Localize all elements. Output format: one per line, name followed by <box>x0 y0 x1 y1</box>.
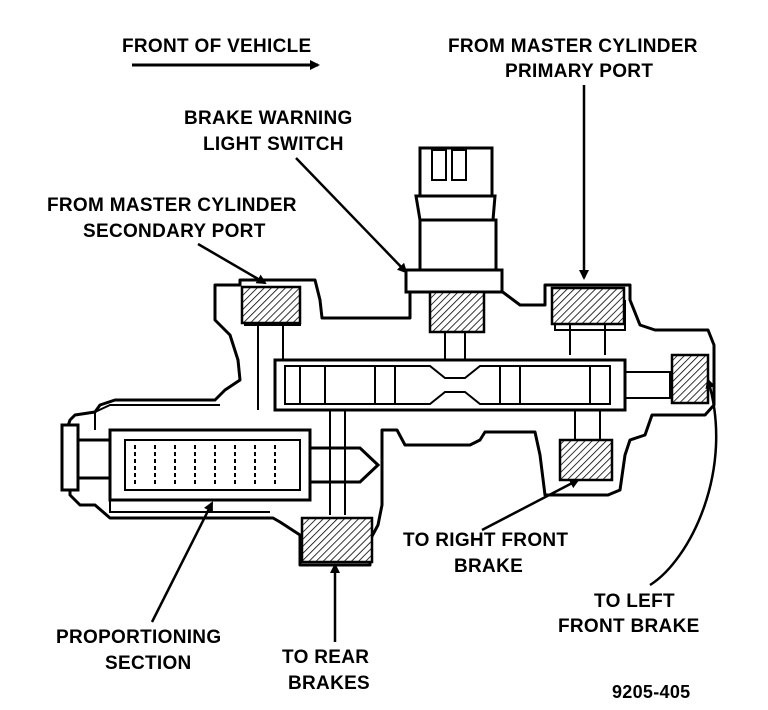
leader-secondary-port <box>197 242 267 285</box>
left-front-outlet-fitting <box>670 353 710 405</box>
label-left-front-line2: FRONT BRAKE <box>558 616 700 637</box>
label-secondary-port-line2: SECONDARY PORT <box>83 221 266 242</box>
right-front-outlet-fitting <box>558 410 614 482</box>
label-front-of-vehicle: FRONT OF VEHICLE <box>122 36 312 57</box>
label-secondary-port-line1: FROM MASTER CYLINDER <box>47 195 297 216</box>
leader-proportioning <box>150 501 214 623</box>
label-right-front-line1: TO RIGHT FRONT <box>403 530 568 551</box>
label-left-front-line1: TO LEFT <box>594 591 675 612</box>
label-rear-brakes-line2: BRAKES <box>288 673 370 694</box>
leader-left-front <box>649 378 718 587</box>
rear-brake-outlet-fitting <box>300 410 374 564</box>
label-warning-switch-line1: BRAKE WARNING <box>184 108 353 129</box>
label-primary-port-line1: FROM MASTER CYLINDER <box>448 36 698 57</box>
brake-warning-light-switch <box>404 146 504 362</box>
primary-port-fitting <box>550 286 626 326</box>
label-warning-switch-line2: LIGHT SWITCH <box>203 134 344 155</box>
label-proportioning-line2: SECTION <box>105 653 192 674</box>
secondary-port-fitting <box>240 285 302 325</box>
label-rear-brakes-line1: TO REAR <box>282 647 369 668</box>
pressure-differential-spool <box>273 358 671 412</box>
primary-port-passage <box>569 325 606 355</box>
label-proportioning-line1: PROPORTIONING <box>56 627 221 648</box>
leader-right-front <box>481 478 580 532</box>
label-right-front-line2: BRAKE <box>454 556 523 577</box>
figure-code: 9205-405 <box>612 682 690 702</box>
label-primary-port-line2: PRIMARY PORT <box>505 61 653 82</box>
proportioning-valve-assembly <box>60 404 381 513</box>
leader-warning-switch <box>295 157 408 274</box>
